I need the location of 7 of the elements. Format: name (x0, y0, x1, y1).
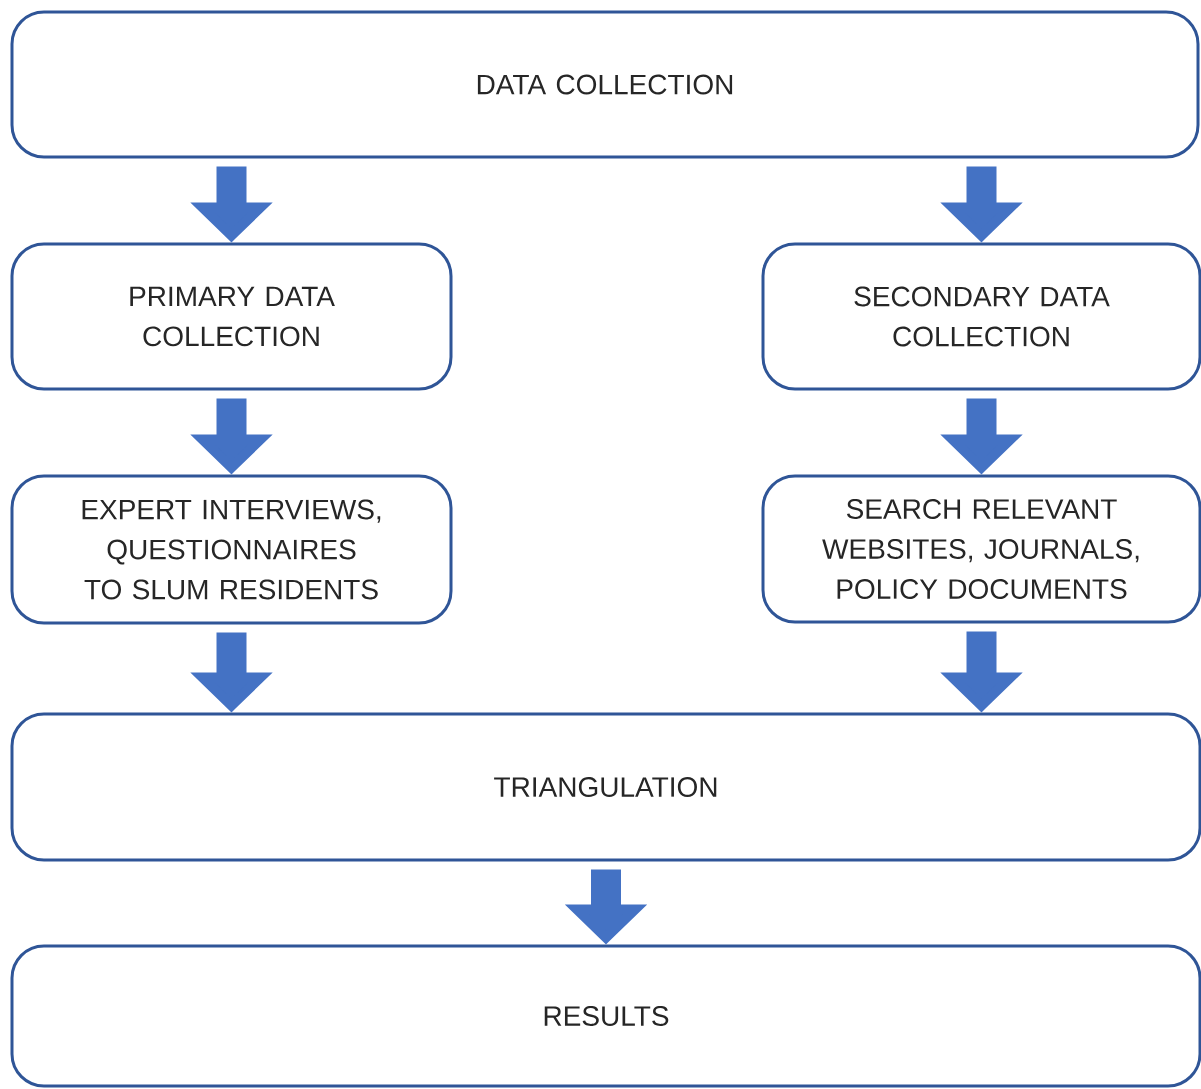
process-box: PRIMARY DATA COLLECTION (10, 242, 453, 391)
process-box: RESULTS (10, 944, 1201, 1088)
process-box: EXPERT INTERVIEWS, QUESTIONNAIRES TO SLUM RESIDENTS (10, 474, 453, 625)
process-box: SEARCH RELEVANT WEBSITES, JOURNALS, POLICY DOCUMENTS (761, 474, 1201, 624)
process-box: TRIANGULATION (10, 712, 1201, 862)
process-box: SECONDARY DATA COLLECTION (761, 242, 1201, 391)
process-box: DATA COLLECTION (10, 10, 1200, 159)
